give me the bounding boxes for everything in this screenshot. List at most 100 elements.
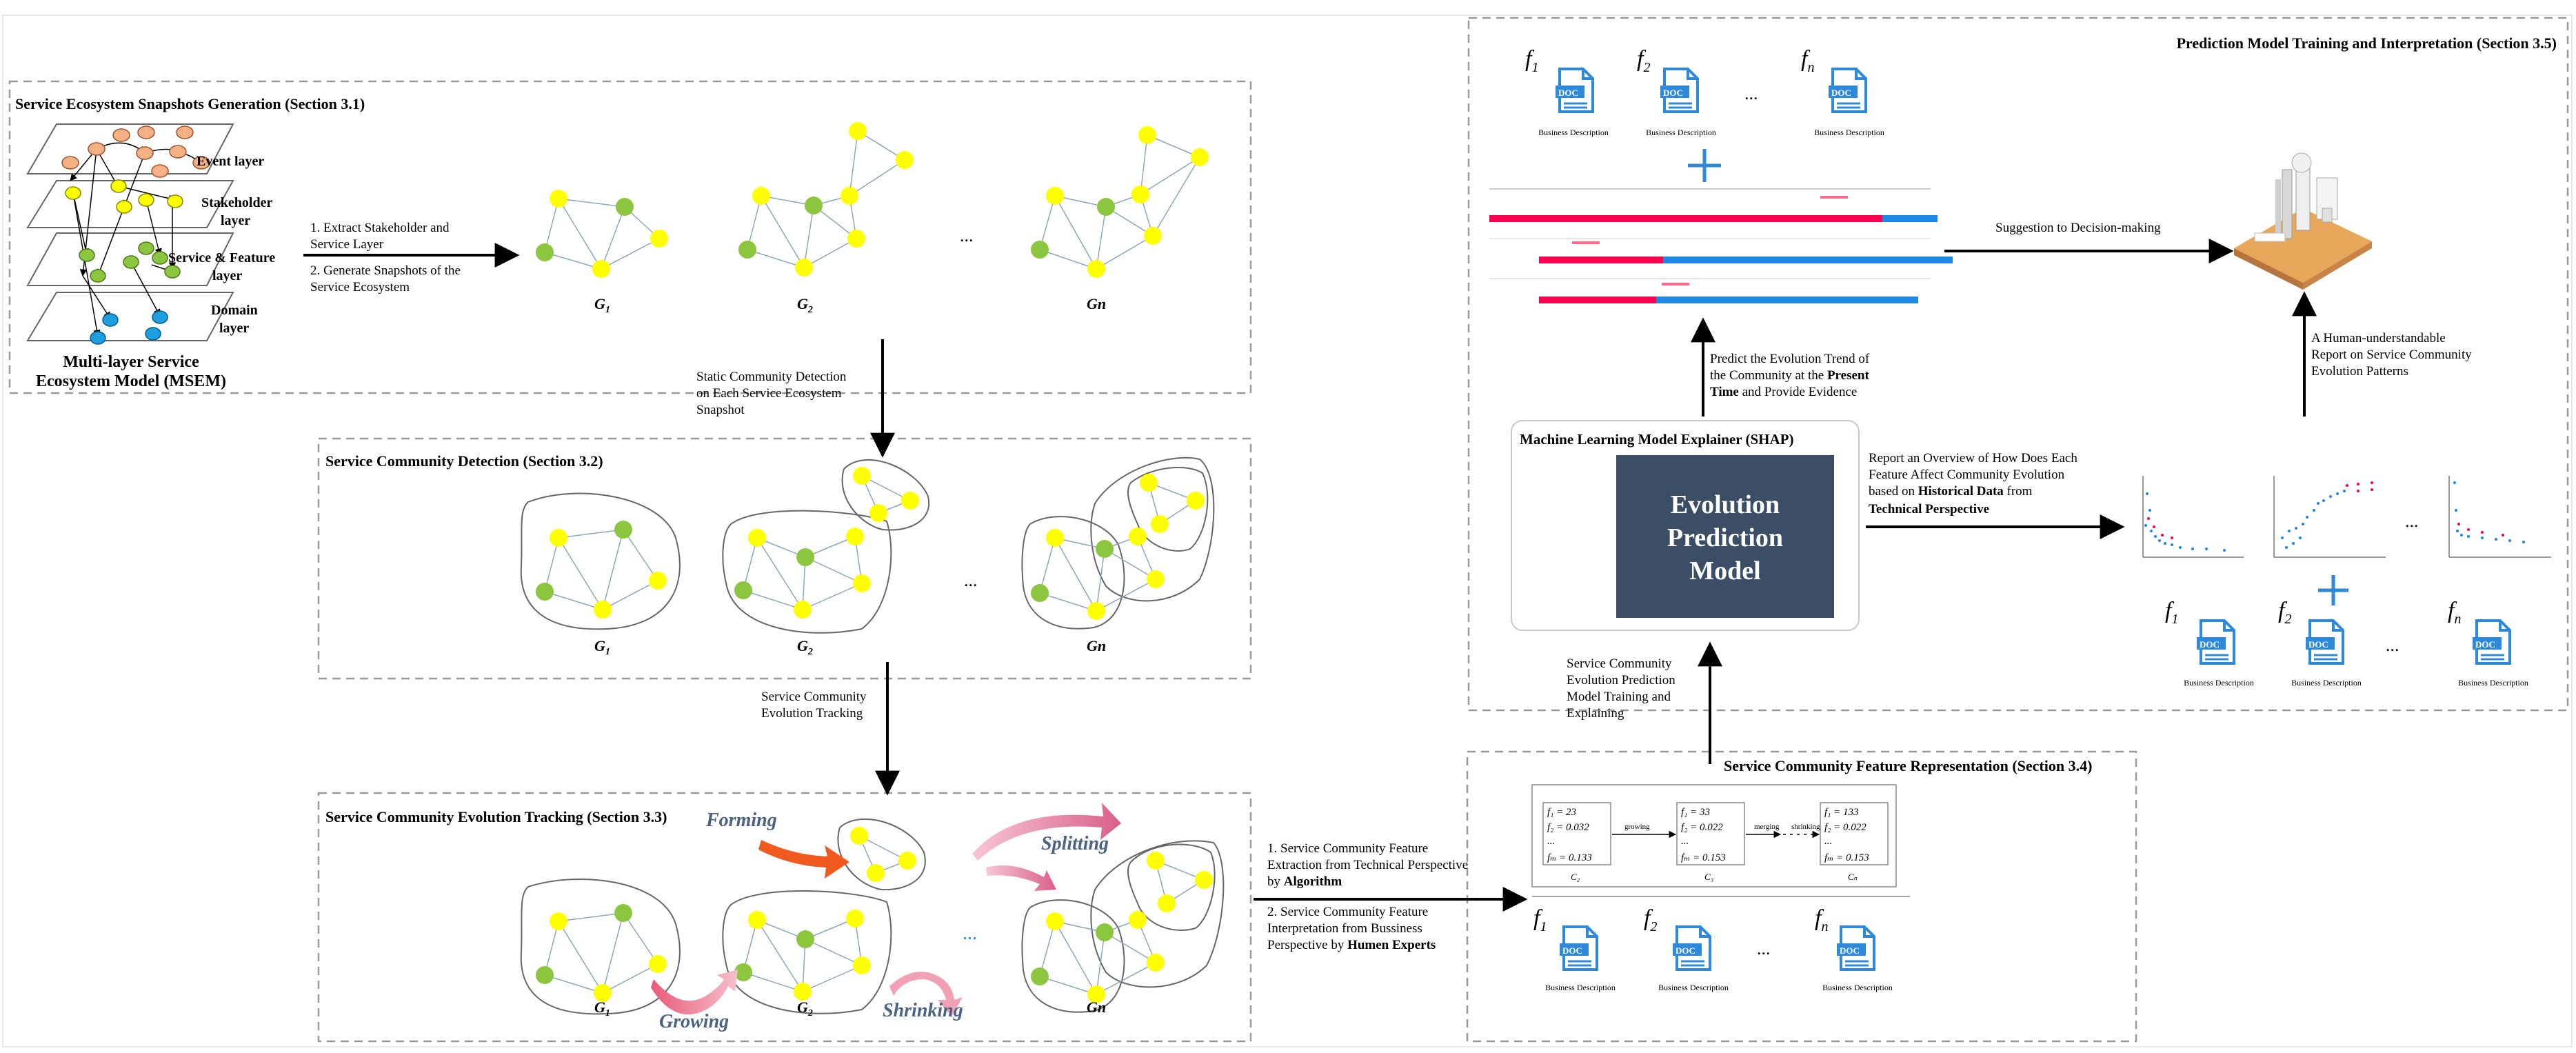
snapshot-graphs	[536, 122, 1209, 278]
svg-text:DOC: DOC	[1840, 945, 1860, 956]
step-feat-1: 1. Service Community Feature	[1267, 841, 1428, 856]
svg-text:f2: f2	[1637, 46, 1650, 75]
splitting-arrow-2	[986, 865, 1056, 891]
feat-c3-fm: fₘ = 0.153	[1824, 852, 1869, 863]
model-line-3: Model	[1689, 556, 1760, 585]
step-static-1: Static Community Detection	[696, 370, 847, 384]
desk-illustration	[2234, 152, 2372, 290]
feat-c3-f1: f₁ = 133	[1824, 807, 1859, 818]
splitting-arrow	[972, 803, 1121, 861]
step-extract-2: Service Layer	[310, 237, 384, 252]
svg-text:DOC: DOC	[2475, 639, 2495, 650]
model-line-2: Prediction	[1667, 523, 1783, 552]
step-generate-1: 2. Generate Snapshots of the	[310, 263, 461, 278]
step-train-2: Evolution Prediction	[1567, 673, 1676, 688]
step-human-3: Evolution Patterns	[2311, 364, 2408, 379]
msem-event-layer: Event layer	[197, 154, 264, 169]
shap-explainer: Machine Learning Model Explainer (SHAP) …	[1511, 420, 1860, 631]
detection-graphs	[520, 457, 1215, 634]
ellipsis-row1: ...	[960, 225, 974, 245]
msem-domain-layer: layer	[219, 321, 249, 336]
section-title-snapshots: Service Ecosystem Snapshots Generation (…	[15, 95, 365, 112]
feat-lab-c2: C₂	[1571, 872, 1580, 882]
svg-text:DOC: DOC	[1562, 945, 1582, 956]
svg-text:f1: f1	[2165, 598, 2178, 627]
growing-arrow	[651, 970, 738, 1015]
plus-icon-top	[1688, 149, 1721, 182]
graph-label-g2: G2	[797, 295, 813, 315]
label-growing: Growing	[659, 1011, 729, 1032]
step-train-3: Model Training and	[1567, 690, 1671, 704]
feat-c3-f2: f₂ = 0.022	[1824, 822, 1866, 833]
label-shrinking: Shrinking	[883, 1000, 963, 1021]
feat-c1-f2: f₂ = 0.032	[1547, 822, 1589, 833]
svg-text:f2: f2	[1644, 905, 1657, 934]
feat-c3-dots: ...	[1824, 836, 1832, 847]
svg-text:DOC: DOC	[1676, 945, 1695, 956]
step-feat-2: Extraction from Technical Perspective	[1267, 858, 1468, 872]
step-train-1: Service Community	[1567, 656, 1672, 671]
step-train-4: Explaining	[1567, 706, 1624, 721]
msem-title-2: Ecosystem Model (MSEM)	[36, 372, 226, 390]
feat-trans-shrinking: shrinking	[1791, 823, 1820, 831]
svg-text:Business Description: Business Description	[2184, 678, 2254, 688]
svg-text:fn: fn	[1815, 905, 1828, 934]
ellipsis-row2: ...	[964, 570, 978, 590]
track-label-gn: Gn	[1087, 999, 1106, 1016]
feat-lab-cn: Cₙ	[1848, 872, 1858, 882]
step-feat-5: Interpretation from Bussiness	[1267, 921, 1422, 936]
msem-service-feature: Service & Feature	[168, 250, 275, 265]
msem-service-feature-layer: layer	[212, 268, 242, 283]
step-extract-1: 1. Extract Stakeholder and	[310, 221, 450, 235]
msem-title-1: Multi-layer Service	[63, 353, 199, 371]
track-label-g2: G2	[797, 999, 813, 1019]
step-static-2: on Each Service Ecosystem	[696, 386, 842, 401]
svg-text:Business Description: Business Description	[1822, 983, 1893, 992]
step-human-2: Report on Service Community	[2311, 348, 2472, 362]
graph-label-gn: Gn	[1087, 295, 1106, 312]
feat-c2-f2: f₂ = 0.022	[1681, 822, 1723, 833]
step-track-2: Evolution Tracking	[761, 706, 863, 721]
svg-text:fn: fn	[1801, 46, 1814, 75]
step-track-1: Service Community	[761, 690, 867, 704]
svg-text:f1: f1	[1525, 46, 1538, 75]
step-report-3: based on Historical Data from	[1869, 484, 2033, 499]
feat-c1-fm: fₘ = 0.133	[1547, 852, 1592, 863]
step-static-3: Snapshot	[696, 403, 745, 417]
svg-text:DOC: DOC	[2308, 639, 2328, 650]
step-report-1: Report an Overview of How Does Each	[1869, 451, 2077, 465]
step-suggestion: Suggestion to Decision-making	[1995, 221, 2161, 235]
feat-c2-fm: fₘ = 0.153	[1681, 852, 1726, 863]
svg-text:f1: f1	[1533, 905, 1547, 934]
svg-text:fn: fn	[2448, 598, 2461, 627]
svg-text:DOC: DOC	[2200, 639, 2220, 650]
shap-title: Machine Learning Model Explainer (SHAP)	[1520, 431, 1793, 448]
feat-trans-merging: merging	[1754, 823, 1780, 831]
feat-trans-growing: growing	[1624, 823, 1650, 831]
label-forming: Forming	[705, 810, 777, 831]
tracking-graphs	[520, 818, 1225, 1015]
shap-force-plots	[1489, 188, 1953, 303]
msem-stakeholder-layer: layer	[221, 213, 250, 228]
label-splitting: Splitting	[1041, 833, 1109, 854]
svg-text:Business Description: Business Description	[1538, 128, 1609, 137]
feat-c2-dots: ...	[1681, 836, 1689, 847]
shrinking-arrow	[889, 972, 963, 1016]
feature-table: f₁ = 23 f₂ = 0.032 ... fₘ = 0.133 f₁ = 3…	[1531, 784, 1910, 897]
svg-text:DOC: DOC	[1558, 88, 1578, 98]
msem-stakeholder: Stakeholder	[201, 195, 272, 210]
detect-label-g2: G2	[797, 637, 813, 657]
step-predict-3: Time and Provide Evidence	[1710, 385, 1857, 399]
evolution-events	[651, 803, 1121, 1016]
step-feat-3: by Algorithm	[1267, 874, 1342, 889]
step-predict-2: the Community at the Present	[1710, 368, 1869, 383]
svg-text:...: ...	[1757, 939, 1771, 959]
step-report-2: Feature Affect Community Evolution	[1869, 468, 2065, 482]
step-human-1: A Human-understandable	[2311, 331, 2446, 345]
track-label-g1: G1	[594, 999, 610, 1019]
step-report-4: Technical Perspective	[1869, 502, 1989, 517]
svg-text:...: ...	[1744, 83, 1758, 103]
svg-text:...: ...	[2405, 511, 2419, 531]
